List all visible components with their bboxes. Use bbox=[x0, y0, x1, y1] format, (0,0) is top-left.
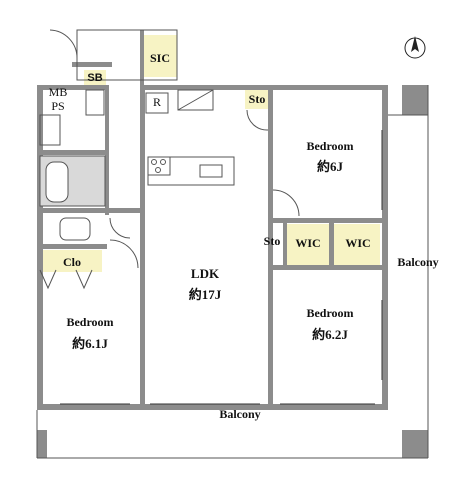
north-arrow-icon bbox=[404, 36, 426, 59]
mb-label: MB bbox=[48, 85, 68, 99]
bedroom-w-area: 約6.1J bbox=[72, 336, 108, 351]
sto-top-label: Sto bbox=[248, 92, 266, 106]
storage-fills bbox=[40, 35, 380, 272]
ldk-area: 約17J bbox=[188, 287, 222, 302]
wic-2-label: WIC bbox=[345, 236, 371, 250]
sb-label: SB bbox=[87, 72, 103, 84]
sic-label: SIC bbox=[149, 51, 170, 65]
thin-outlines bbox=[36, 29, 429, 459]
windows bbox=[60, 130, 383, 405]
sic-fill bbox=[142, 35, 177, 77]
sto-mid-label: Sto bbox=[263, 234, 281, 248]
balcony-south-label: Balcony bbox=[219, 407, 261, 421]
bedroom-w-name: Bedroom bbox=[66, 315, 114, 329]
wic-1-fill bbox=[287, 224, 329, 266]
ps-label: PS bbox=[51, 99, 65, 113]
door-swings bbox=[39, 29, 300, 290]
r-label: R bbox=[152, 95, 161, 109]
sto-top-fill bbox=[245, 89, 268, 109]
bedroom-e-name: Bedroom bbox=[306, 306, 354, 320]
clo-fill bbox=[40, 250, 102, 272]
bedroom-ne-area: 約6J bbox=[316, 159, 343, 174]
bedroom-ne-name: Bedroom bbox=[306, 139, 354, 153]
sb-fill bbox=[84, 70, 106, 87]
ldk-name: LDK bbox=[190, 266, 220, 281]
interior-walls bbox=[37, 30, 383, 270]
wic-2-fill bbox=[334, 224, 380, 266]
balcony-east-label: Balcony bbox=[397, 255, 439, 269]
wic-1-label: WIC bbox=[295, 236, 321, 250]
bedroom-e-area: 約6.2J bbox=[312, 327, 348, 342]
clo-label: Clo bbox=[63, 255, 81, 269]
